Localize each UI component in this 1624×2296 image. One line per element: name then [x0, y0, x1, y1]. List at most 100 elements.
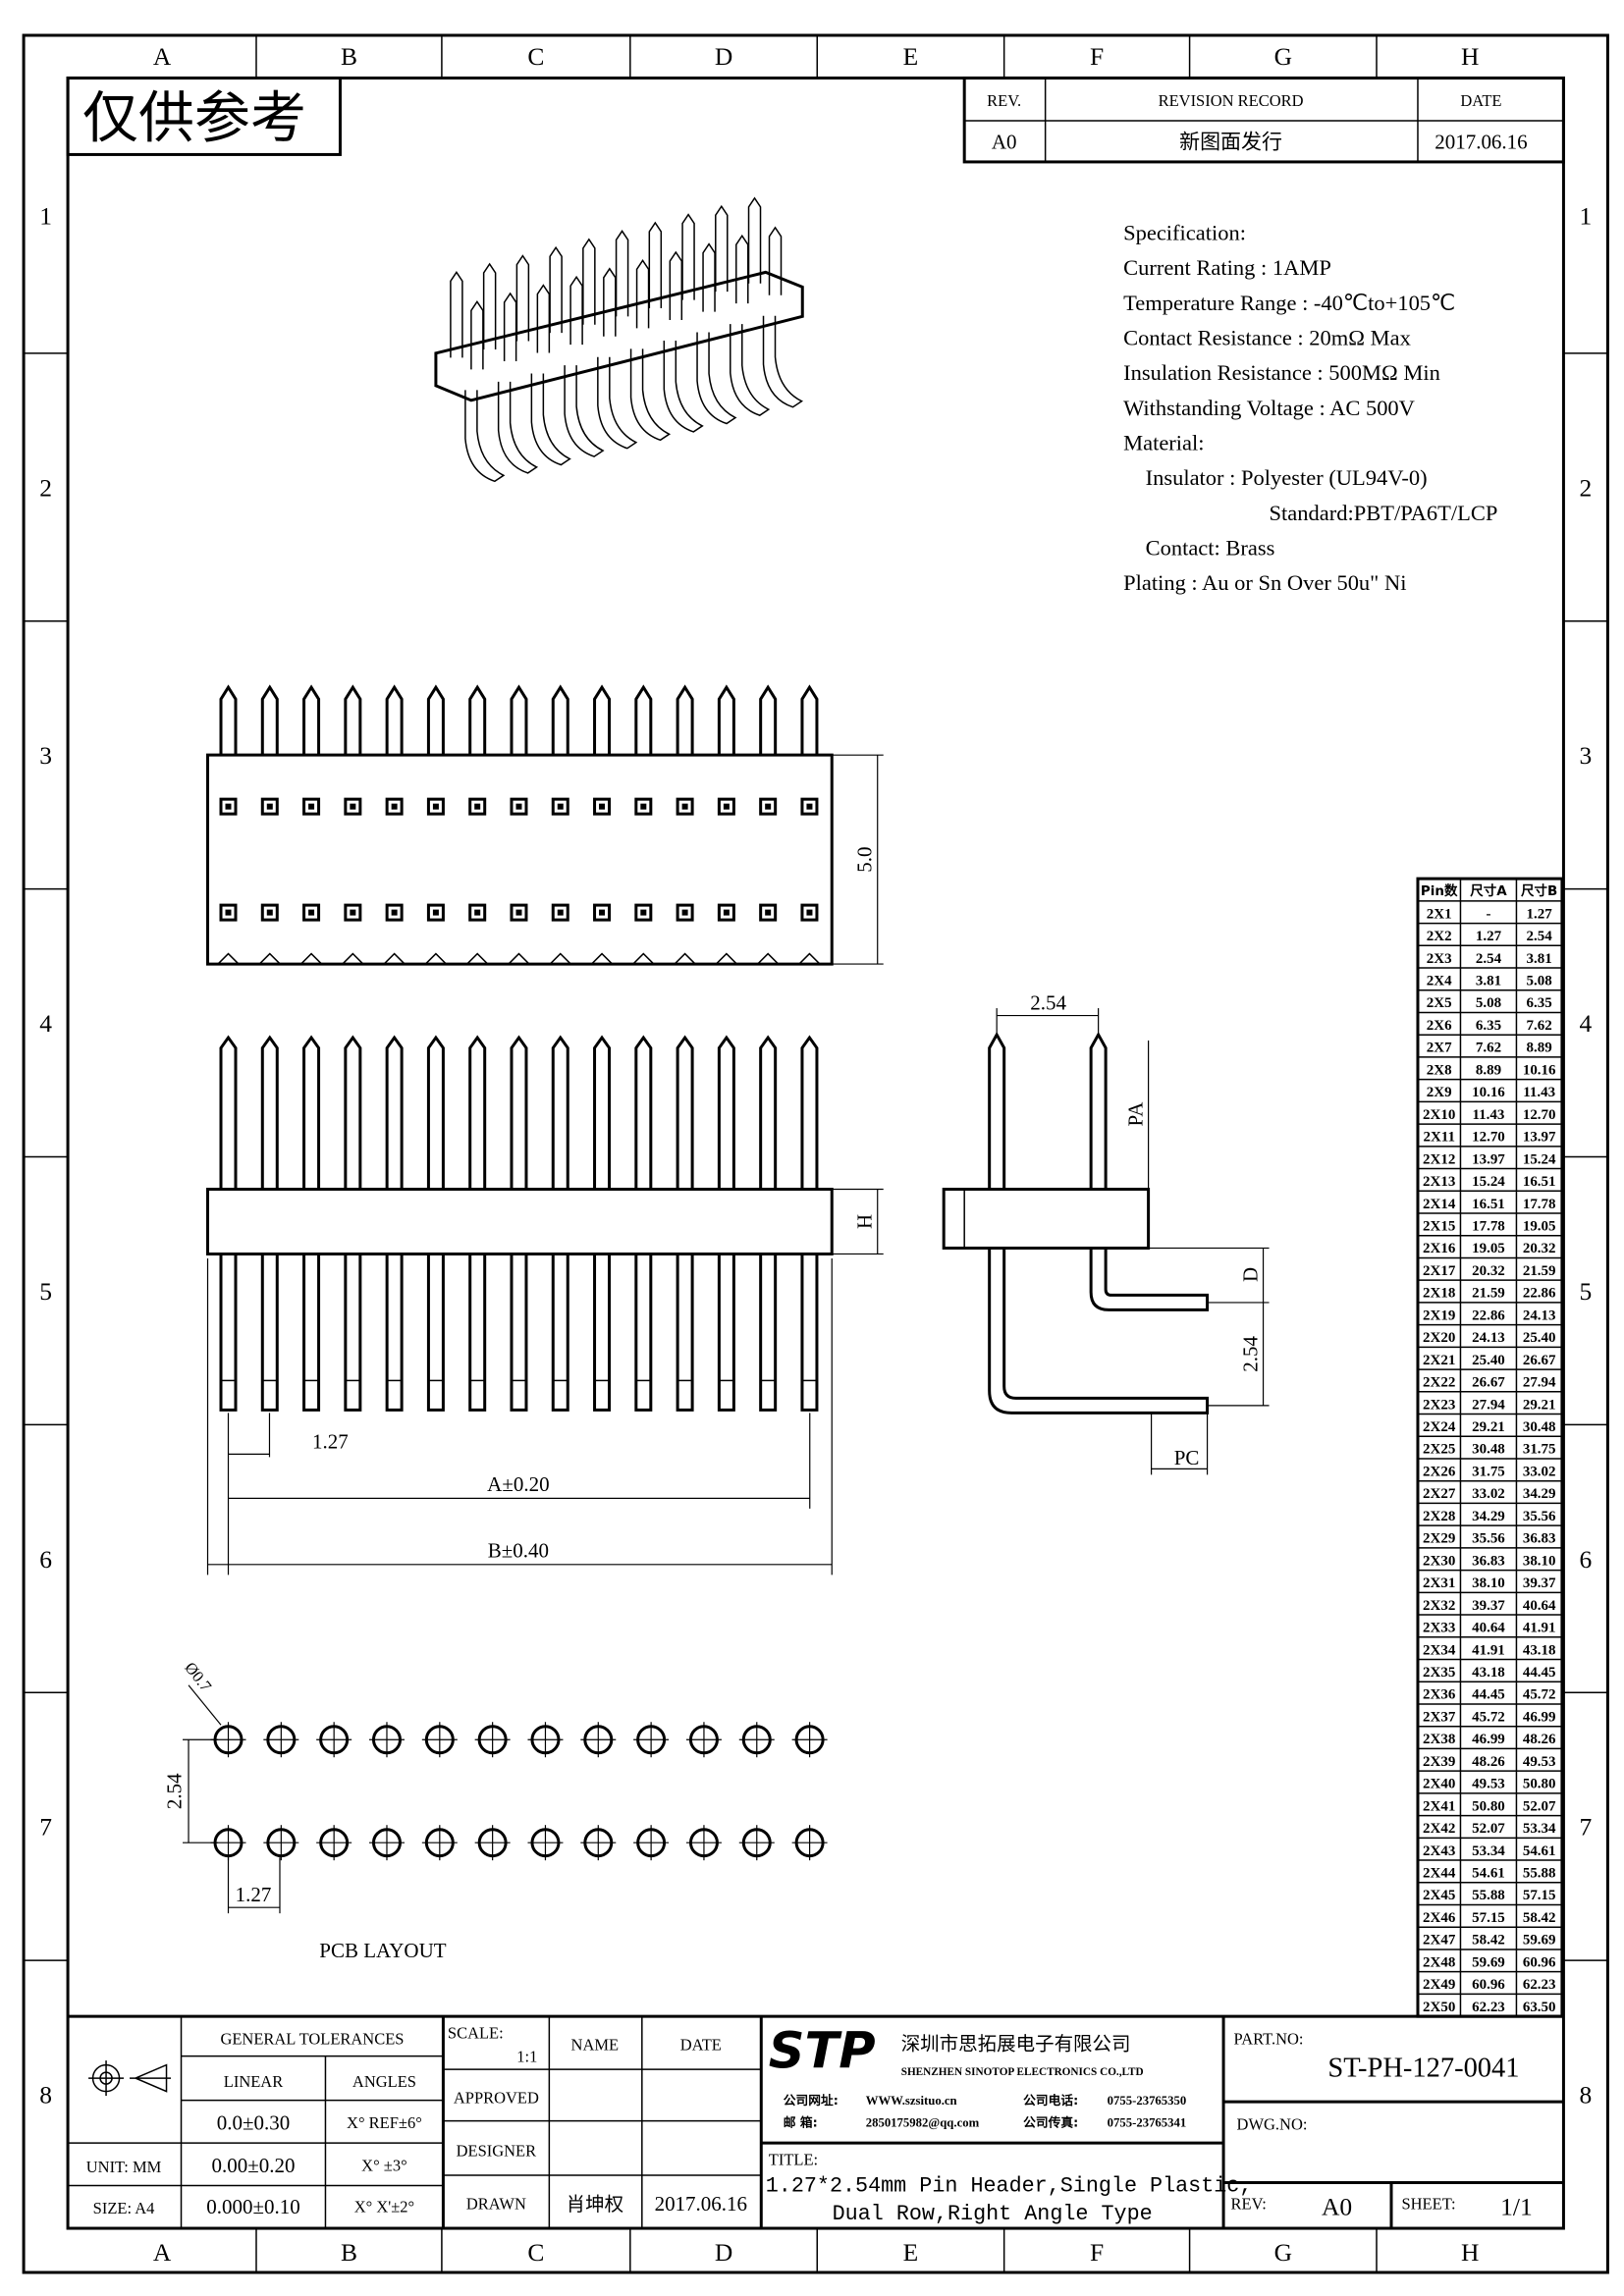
date-header: DATE	[1460, 91, 1501, 110]
pin-table-cell: 55.88	[1472, 1888, 1505, 1903]
row-label-4: 4	[1580, 1009, 1593, 1038]
front-pin-upper	[385, 1035, 404, 1190]
pin-table-cell: 2X16	[1423, 1241, 1456, 1256]
top-pad-center	[515, 803, 522, 810]
column-label-A: A	[153, 2238, 172, 2267]
top-pad	[468, 797, 487, 816]
row-label-4: 4	[39, 1009, 52, 1038]
top-pad	[302, 903, 321, 922]
pin-table-cell: 30.48	[1472, 1442, 1505, 1458]
website-label: 公司网址:	[784, 2093, 839, 2109]
company-name-cn: 深圳市思拓展电子有限公司	[901, 2033, 1131, 2056]
front-pin-lower	[260, 1254, 279, 1412]
pin-table-cell: 2X17	[1423, 1263, 1456, 1279]
sheet-value: 1/1	[1500, 2193, 1533, 2221]
pin-table-cell: 7.62	[1476, 1041, 1501, 1056]
rev-header: REV.	[987, 91, 1021, 110]
pin-table-cell: 8.89	[1527, 1041, 1552, 1056]
front-pin-lower	[551, 1254, 569, 1412]
column-label-D: D	[715, 2238, 732, 2267]
pin-table-cell: 10.16	[1472, 1085, 1505, 1100]
top-pad-center	[474, 909, 481, 916]
dim-pa: PA	[1124, 1102, 1148, 1127]
front-pin-upper	[468, 1035, 487, 1190]
body-notch	[342, 952, 364, 965]
pin-table-cell: 49.53	[1523, 1754, 1556, 1770]
pin-table-cell: 26.67	[1523, 1353, 1556, 1368]
pin-table-cell: 2X42	[1423, 1821, 1455, 1837]
front-pin-lower	[302, 1254, 321, 1412]
pin-table-cell: 13.97	[1523, 1130, 1556, 1146]
top-pin	[426, 684, 445, 756]
iso-pin-back	[681, 213, 695, 300]
specification-text: Specification:Current Rating : 1AMPTempe…	[1123, 220, 1497, 595]
pin-table-cell: 44.45	[1523, 1665, 1556, 1681]
front-pin-upper	[344, 1035, 362, 1190]
spec-line: Specification:	[1123, 220, 1246, 244]
outer-border	[22, 33, 1609, 2274]
pin-table-cell: 38.10	[1523, 1553, 1556, 1569]
top-pad	[260, 797, 279, 816]
pin-table-cell: 24.13	[1523, 1308, 1556, 1323]
top-pad	[759, 797, 778, 816]
iso-pin-bent	[530, 373, 571, 466]
top-pad-center	[432, 803, 439, 810]
drawn-label: DRAWN	[466, 2195, 526, 2214]
pin-table-cell: 57.15	[1472, 1910, 1505, 1926]
general-tolerances-label: GENERAL TOLERANCES	[220, 2030, 404, 2049]
pin-table-cell: 5.08	[1476, 995, 1501, 1011]
pin-table-cell: 2X1	[1427, 906, 1452, 922]
top-pad-center	[350, 803, 356, 810]
pin-table-cell: 25.40	[1472, 1353, 1505, 1368]
email-label: 邮 箱:	[784, 2115, 818, 2131]
pin-table-cell: 2X32	[1423, 1598, 1455, 1614]
scale-value: 1:1	[516, 2048, 537, 2066]
size-label: SIZE: A4	[93, 2199, 155, 2217]
pin-table-cell: 2X11	[1423, 1130, 1454, 1146]
pin-table-cell: 2X39	[1423, 1754, 1455, 1770]
top-pad	[551, 903, 569, 922]
front-pin-lower	[800, 1254, 819, 1412]
fax-label: 公司传真:	[1023, 2115, 1078, 2131]
top-pad-center	[599, 909, 606, 916]
iso-pin-front	[569, 275, 583, 346]
scale-label: SCALE:	[448, 2024, 504, 2043]
tol-angle-2: X° ±3°	[361, 2157, 407, 2175]
pin-table-cell: 2X33	[1423, 1621, 1455, 1636]
pin-table-cell: 2X3	[1427, 951, 1452, 967]
iso-pin-back	[747, 196, 762, 284]
pin-table-cell: 33.02	[1523, 1464, 1556, 1479]
body-notch	[757, 952, 780, 965]
projection-symbol-icon	[88, 2060, 172, 2097]
top-pin	[510, 684, 528, 756]
pin-table-cell: 19.05	[1472, 1241, 1505, 1256]
pin-table-cell: 2X50	[1423, 2000, 1455, 2015]
top-pad-center	[640, 909, 647, 916]
fax: 0755-23765341	[1108, 2116, 1187, 2130]
pin-table-cell: 2X49	[1423, 1977, 1455, 1993]
title-line-1: 1.27*2.54mm Pin Header,Single Plastic,	[766, 2174, 1253, 2199]
row-label-7: 7	[1580, 1813, 1593, 1842]
top-pad	[468, 903, 487, 922]
top-pad-center	[515, 909, 522, 916]
iso-pin-front	[503, 292, 517, 361]
dim-d: D	[1239, 1267, 1263, 1282]
rev-value: A0	[992, 130, 1017, 153]
front-pin-upper	[634, 1035, 653, 1190]
pin-table-cell: 45.72	[1472, 1709, 1505, 1725]
iso-body	[434, 270, 804, 402]
top-pad-center	[432, 909, 439, 916]
column-label-E: E	[903, 42, 919, 71]
drawn-name: 肖坤权	[567, 2193, 623, 2216]
top-pad	[593, 797, 612, 816]
top-pad-center	[266, 909, 273, 916]
top-pin	[593, 684, 612, 756]
top-pad-center	[681, 909, 688, 916]
rev-label: REV:	[1231, 2195, 1267, 2214]
date-col-header: DATE	[680, 2036, 722, 2055]
pin-table-cell: 55.88	[1523, 1866, 1556, 1882]
pin-table-cell: 15.24	[1472, 1174, 1505, 1190]
spec-line: Withstanding Voltage : AC 500V	[1123, 396, 1415, 420]
column-label-D: D	[715, 42, 732, 71]
